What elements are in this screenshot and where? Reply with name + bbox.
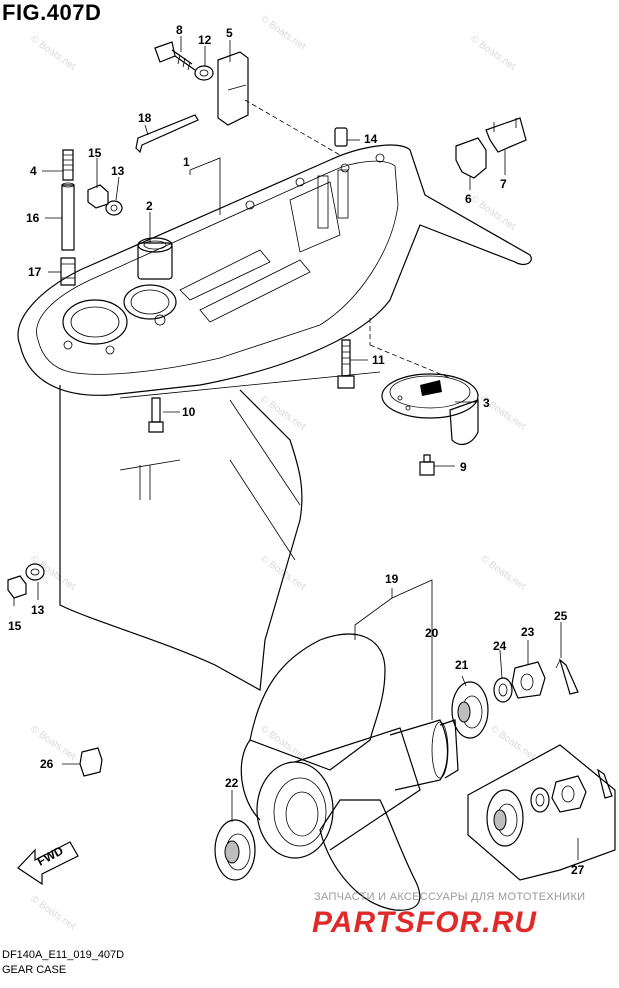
part-6-bracket [455,137,487,179]
callout-21: 21 [455,658,469,672]
callout-3: 3 [483,396,490,410]
callout-5: 5 [226,26,233,40]
callout-8: 8 [176,23,183,37]
propeller-assembly [240,633,459,911]
callout-15: 15 [88,146,102,160]
part-8-bolt [154,41,196,71]
part-23-nut [511,661,546,699]
part-12-washer [194,65,214,81]
part-3-trim-tab [381,373,479,446]
boats-watermark: © Boats.net [258,723,307,762]
callout-13: 13 [111,164,125,178]
callout-16: 16 [26,211,40,225]
part-13-washer-lower [25,563,45,581]
part-25-cotter-pin [558,658,579,695]
callout-26: 26 [40,757,54,771]
callout-18: 18 [138,111,152,125]
callout-19: 19 [385,572,399,586]
callout-17: 17 [28,265,42,279]
callout-14: 14 [364,132,378,146]
boats-watermark: © Boats.net [478,553,527,592]
callout-7: 7 [500,177,507,191]
callout-15b: 15 [8,619,22,633]
part-27-kit [486,768,613,847]
callout-10: 10 [182,405,196,419]
boats-watermark: © Boats.net [258,393,307,432]
callout-2: 2 [146,199,153,213]
callout-labels: 8 12 5 18 14 6 7 15 13 4 16 17 1 2 11 10… [8,23,585,877]
part-13-washer [105,200,123,216]
part-7-bracket [485,117,527,153]
callout-25: 25 [554,609,568,623]
callout-4: 4 [30,164,37,178]
part-18-strap [135,114,199,154]
boats-watermark: © Boats.net [28,893,77,932]
part-15-plug [87,184,109,209]
callout-6: 6 [465,192,472,206]
diagram-caption: GEAR CASE [2,964,67,976]
boats-watermark: © Boats.net [28,33,77,72]
boats-watermark: © Boats.net [28,553,77,592]
figure-title: FIG.407D [2,0,102,25]
callout-20: 20 [425,626,439,640]
part-17-grommet [60,257,76,286]
fwd-arrow-icon: FWD [17,841,79,886]
part-16-tube [61,184,75,251]
callout-13b: 13 [31,603,45,617]
partsfor-logo: PARTSFOR.RU [312,906,537,939]
part-10-bolt [148,397,164,433]
kit-27-frame [467,744,616,881]
callout-12: 12 [198,33,212,47]
part-9-bolt [419,454,435,476]
part-24-washer [493,677,513,703]
gear-case-housing [17,144,532,691]
part-15-plug-lower [7,575,27,599]
boats-watermark: © Boats.net [468,33,517,72]
callout-22: 22 [225,776,239,790]
part-21-thrust-washer [451,681,489,739]
boats-watermark: © Boats.net [258,553,307,592]
part-26-plug [79,747,103,777]
callout-24: 24 [493,639,507,653]
partsfor-tagline: ЗАПЧАСТИ И АКСЕССУАРЫ ДЛЯ МОТОТЕХНИКИ [314,891,586,903]
callout-23: 23 [521,625,535,639]
callout-11: 11 [372,353,385,367]
callout-9: 9 [460,460,467,474]
callout-1: 1 [183,155,190,169]
boats-watermark: © Boats.net [488,723,537,762]
callout-27: 27 [571,863,585,877]
part-5-plate [217,51,249,126]
part-14-pin [334,127,348,147]
part-22-spacer [214,819,256,881]
part-11-bolt [337,339,355,389]
diagram-code: DF140A_E11_019_407D [2,949,125,961]
boats-watermark: © Boats.net [258,13,307,52]
boats-watermark: © Boats.net [468,193,517,232]
leader-lines [13,36,579,860]
